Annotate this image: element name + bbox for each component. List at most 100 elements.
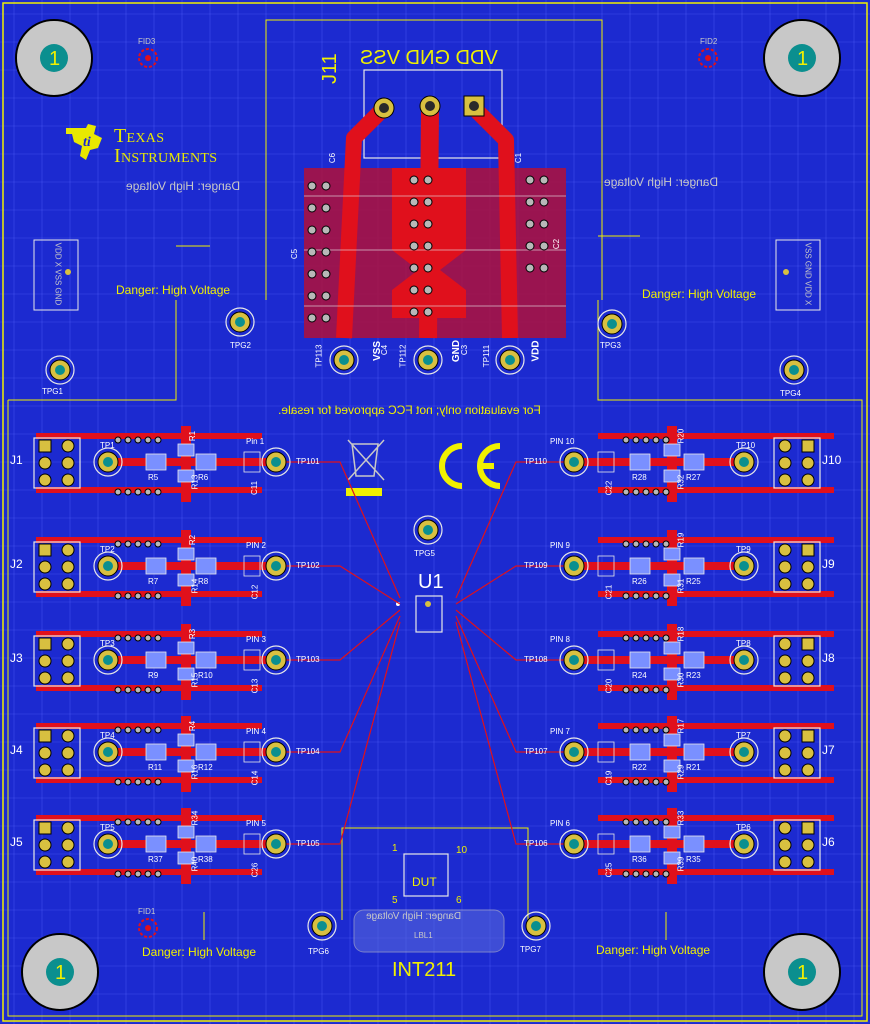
via bbox=[423, 197, 433, 207]
resistor-label-b: R8 bbox=[198, 577, 209, 586]
via bbox=[652, 686, 660, 694]
channel-ic-trace bbox=[276, 609, 401, 661]
via bbox=[662, 592, 670, 600]
resistor-label-b: R23 bbox=[686, 671, 701, 680]
capacitor-outline bbox=[243, 649, 261, 671]
channel-tpx-outline bbox=[261, 551, 291, 581]
resistor-pad bbox=[177, 825, 195, 839]
fiducial-dot bbox=[705, 55, 711, 61]
resistor-pad bbox=[663, 469, 681, 483]
dut-outline bbox=[403, 853, 449, 897]
header-pin bbox=[801, 637, 815, 651]
resistor-label-d: R18 bbox=[676, 626, 686, 642]
warning-high-voltage-bottom-left: Danger: High Voltage bbox=[142, 945, 257, 959]
via bbox=[662, 436, 670, 444]
channel-ic-trace bbox=[455, 621, 574, 845]
capacitor-outline bbox=[597, 555, 615, 577]
via bbox=[154, 488, 162, 496]
mounting-hole: 1 bbox=[763, 19, 841, 97]
u1-pin1-mark bbox=[425, 601, 431, 607]
channel-pin-label: PIN 9 bbox=[550, 541, 571, 550]
texas-instruments-logo: ti Texas Instruments bbox=[62, 120, 262, 170]
dut-pin1: 1 bbox=[392, 843, 398, 854]
tpg4 bbox=[779, 355, 809, 385]
resistor-pad bbox=[663, 733, 681, 747]
silk-outline-top bbox=[265, 19, 603, 300]
via bbox=[154, 436, 162, 444]
fiducial-ring bbox=[138, 918, 158, 938]
via bbox=[642, 818, 650, 826]
header-pin bbox=[778, 577, 792, 591]
via bbox=[622, 436, 630, 444]
resistor-label-b: R12 bbox=[198, 763, 213, 772]
channel-tpx-label: TP110 bbox=[524, 457, 547, 466]
channel-tpx-drill bbox=[569, 839, 579, 849]
channel-tp bbox=[93, 551, 123, 581]
channel-connector-ref: J7 bbox=[822, 743, 835, 757]
mounting-hole: 1 bbox=[763, 933, 841, 1011]
resistor-pad bbox=[145, 651, 167, 669]
channel-ic-trace bbox=[455, 461, 574, 599]
capacitor-label: C12 bbox=[250, 584, 260, 600]
channel-tp-label: TP2 bbox=[100, 545, 115, 554]
resistor-label-b: R27 bbox=[686, 473, 701, 482]
channel-tp-outline bbox=[729, 645, 759, 675]
header-pin bbox=[38, 671, 52, 685]
via bbox=[124, 488, 132, 496]
via bbox=[662, 488, 670, 496]
header-pin bbox=[801, 746, 815, 760]
header-pin bbox=[61, 671, 75, 685]
header-pin bbox=[61, 763, 75, 777]
header-pin bbox=[38, 543, 52, 557]
via bbox=[525, 175, 535, 185]
fid3-label: FID3 bbox=[138, 37, 156, 46]
resistor-label-a: R22 bbox=[632, 763, 647, 772]
channel-tpx bbox=[261, 737, 291, 767]
mounting-hole-drill bbox=[788, 44, 816, 72]
u1-ref: U1 bbox=[418, 571, 444, 593]
resistor-label-d: R17 bbox=[676, 718, 686, 734]
resistor-label-d: R19 bbox=[676, 532, 686, 548]
via bbox=[144, 634, 152, 642]
resistor-label-c: R40 bbox=[190, 856, 200, 872]
tpg5 bbox=[413, 515, 443, 545]
resistor-pad bbox=[663, 851, 681, 865]
via bbox=[114, 436, 122, 444]
right-side-connector bbox=[775, 239, 821, 311]
resistor-pad bbox=[629, 453, 651, 471]
via bbox=[622, 818, 630, 826]
capacitor-label: C26 bbox=[250, 862, 260, 878]
channel-tp-outline bbox=[93, 829, 123, 859]
via bbox=[144, 436, 152, 444]
via bbox=[652, 634, 660, 642]
channel-tpx-label: TP104 bbox=[296, 747, 320, 756]
channel-pin-label: PIN 3 bbox=[246, 635, 267, 644]
tp112-drill bbox=[423, 355, 433, 365]
via bbox=[622, 540, 630, 548]
resistor-label-b: R35 bbox=[686, 855, 701, 864]
via bbox=[423, 307, 433, 317]
header-pin bbox=[778, 838, 792, 852]
via bbox=[539, 175, 549, 185]
channel-tp bbox=[93, 737, 123, 767]
via bbox=[154, 686, 162, 694]
header-pin bbox=[61, 821, 75, 835]
capacitor-outline bbox=[243, 555, 261, 577]
channel-tpx bbox=[559, 645, 589, 675]
ti-state-icon: ti bbox=[66, 124, 102, 160]
via bbox=[124, 870, 132, 878]
dut-pin10: 10 bbox=[456, 845, 468, 856]
resistor-label-b: R25 bbox=[686, 577, 701, 586]
header-pin bbox=[38, 637, 52, 651]
tpg5-outline bbox=[413, 515, 443, 545]
mounting-hole: 1 bbox=[15, 19, 93, 97]
via bbox=[632, 870, 640, 878]
via bbox=[134, 686, 142, 694]
header-pin bbox=[778, 746, 792, 760]
header-outline bbox=[773, 437, 821, 489]
channel-tpx-drill bbox=[271, 561, 281, 571]
j11-pin-drill bbox=[469, 101, 479, 111]
left-side-connector bbox=[33, 239, 79, 311]
tp112-outline bbox=[413, 345, 443, 375]
